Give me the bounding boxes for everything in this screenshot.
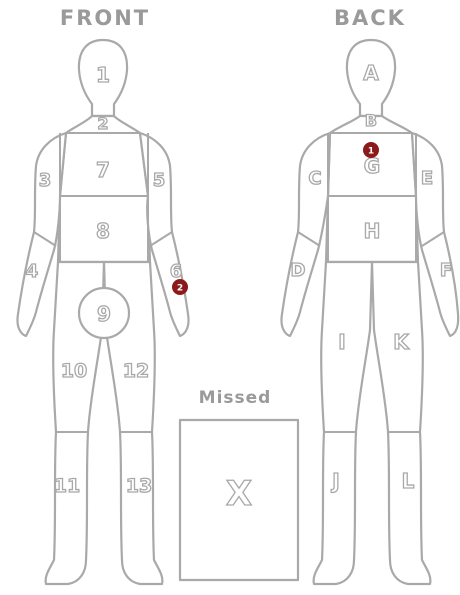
- zone-A: A: [363, 61, 379, 85]
- back-right-leg: [372, 262, 430, 584]
- zone-7: 7: [96, 158, 110, 182]
- hit-marker-1[interactable]: 1: [363, 142, 379, 158]
- zone-9: 9: [97, 302, 111, 326]
- zone-L: L: [402, 469, 415, 493]
- zone-B: B: [365, 111, 377, 130]
- zone-3: 3: [39, 170, 52, 191]
- zone-4: 4: [26, 261, 39, 282]
- zone-D: D: [291, 260, 306, 281]
- zone-13: 13: [126, 475, 152, 497]
- zone-K: K: [393, 330, 410, 354]
- zone-H: H: [364, 219, 381, 243]
- zone-F: F: [440, 260, 452, 281]
- zone-C: C: [308, 168, 321, 189]
- hit-marker-2-label: 2: [177, 284, 183, 294]
- zone-5: 5: [153, 170, 166, 191]
- zone-6: 6: [170, 261, 183, 282]
- zone-10: 10: [61, 360, 87, 382]
- zone-8: 8: [96, 219, 110, 243]
- hit-marker-2[interactable]: 2: [172, 279, 188, 295]
- zone-2: 2: [97, 114, 108, 133]
- zone-12: 12: [123, 360, 149, 382]
- hit-marker-1-label: 1: [368, 147, 374, 157]
- back-left-leg: [314, 262, 372, 584]
- zone-11: 11: [54, 475, 80, 497]
- zone-1: 1: [96, 63, 110, 87]
- zone-E: E: [421, 168, 433, 189]
- zone-J: J: [330, 469, 339, 493]
- zone-X: X: [226, 474, 252, 514]
- zone-I: I: [338, 330, 345, 354]
